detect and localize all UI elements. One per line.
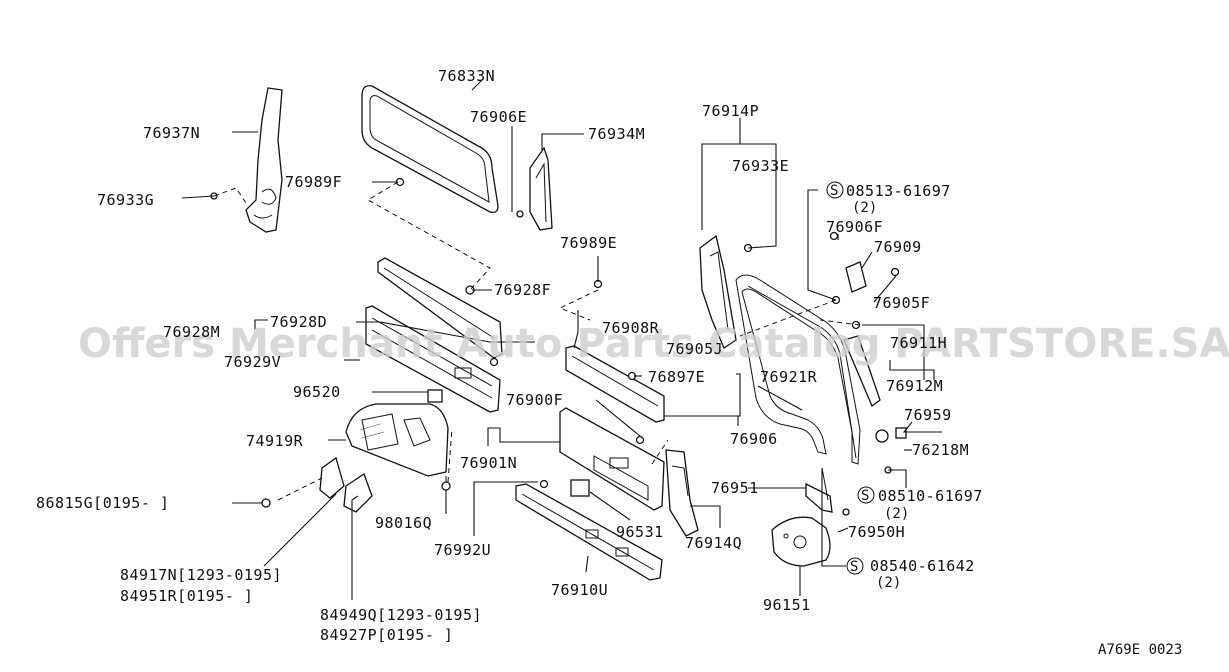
label-76906: 76906 bbox=[730, 430, 778, 448]
label-76989F: 76989F bbox=[285, 173, 342, 191]
label-76218M: 76218M bbox=[912, 441, 969, 459]
label-08513-61697: 08513-61697 bbox=[846, 182, 951, 200]
part-84917N-bracket bbox=[319, 456, 345, 499]
label-76906F: 76906F bbox=[826, 218, 883, 236]
part-76921R-weatherstrip bbox=[735, 274, 861, 465]
screw-label-08513: S 08513-61697 (2) bbox=[826, 181, 951, 216]
qty-08513: (2) bbox=[852, 200, 877, 216]
label-76908R: 76908R bbox=[602, 319, 660, 337]
label-76989E: 76989E bbox=[560, 234, 617, 252]
label-76933E: 76933E bbox=[732, 157, 789, 175]
label-76959: 76959 bbox=[904, 406, 952, 424]
screw-symbol-icon: S bbox=[850, 559, 858, 575]
part-76909-clip bbox=[845, 261, 867, 293]
part-labels: 76833N 76906E 76934M 76937N 76989F 76933… bbox=[36, 67, 969, 644]
label-76950H: 76950H bbox=[848, 523, 905, 541]
part-98016Q-fastener bbox=[441, 476, 451, 491]
label-76900F: 76900F bbox=[506, 391, 563, 409]
label-76914Q: 76914Q bbox=[685, 534, 742, 552]
part-84949Q-bracket bbox=[343, 473, 373, 513]
part-74919R-console bbox=[345, 403, 449, 477]
part-96151-plate bbox=[771, 516, 831, 567]
label-76833N: 76833N bbox=[438, 67, 495, 85]
part-76900F-door-trim bbox=[559, 407, 665, 511]
part-76833N-window-glass bbox=[361, 85, 499, 214]
label-08510-61697: 08510-61697 bbox=[878, 487, 983, 505]
part-76928F-rail bbox=[377, 257, 503, 359]
label-76906E: 76906E bbox=[470, 108, 527, 126]
label-76897E: 76897E bbox=[648, 368, 705, 386]
label-76928D: 76928D bbox=[270, 313, 327, 331]
part-86815G-screw bbox=[261, 498, 271, 508]
part-76914Q-pillar-trim bbox=[665, 449, 699, 537]
label-08540-61642: 08540-61642 bbox=[870, 557, 975, 575]
label-84917N: 84917N[1293-0195] bbox=[120, 566, 282, 584]
diagram-reference-code: A769E 0023 bbox=[1098, 642, 1182, 658]
label-76929V: 76929V bbox=[224, 353, 281, 371]
label-96520: 96520 bbox=[293, 383, 341, 401]
label-76914P: 76914P bbox=[702, 102, 759, 120]
part-76951-bracket bbox=[805, 467, 833, 513]
screw-label-08540: S 08540-61642 (2) bbox=[846, 557, 975, 591]
part-76910U-sill bbox=[515, 483, 663, 581]
fastener-dots bbox=[210, 177, 900, 516]
screw-symbol-icon: S bbox=[830, 183, 838, 199]
part-76959-grommet bbox=[875, 427, 907, 443]
label-76901N: 76901N bbox=[460, 454, 517, 472]
label-84949Q: 84949Q[1293-0195] bbox=[320, 606, 482, 624]
part-76911H-hinge-trim bbox=[843, 335, 881, 408]
screw-symbol-icon: S bbox=[861, 488, 869, 504]
part-96520-clip bbox=[427, 389, 443, 403]
part-76937N-pillar-trim bbox=[245, 87, 283, 233]
label-76937N: 76937N bbox=[143, 124, 200, 142]
part-76928D-panel bbox=[365, 305, 501, 413]
screw-label-08510: S 08510-61697 (2) bbox=[857, 486, 983, 522]
label-96531: 96531 bbox=[616, 523, 664, 541]
part-96531-clip bbox=[570, 479, 590, 497]
label-76910U: 76910U bbox=[551, 581, 608, 599]
label-84951R: 84951R[0195- ] bbox=[120, 587, 253, 605]
label-76911H: 76911H bbox=[890, 334, 947, 352]
label-86815G: 86815G[0195- ] bbox=[36, 494, 169, 512]
label-76928M: 76928M bbox=[163, 323, 220, 341]
label-96151: 96151 bbox=[763, 596, 811, 614]
label-76934M: 76934M bbox=[588, 125, 645, 143]
part-76934M-trim bbox=[529, 146, 553, 231]
label-84927P: 84927P[0195- ] bbox=[320, 626, 453, 644]
label-76951: 76951 bbox=[711, 479, 759, 497]
qty-08510: (2) bbox=[884, 506, 909, 522]
part-76914P-pillar bbox=[699, 234, 737, 349]
label-76933G: 76933G bbox=[97, 191, 154, 209]
label-76909: 76909 bbox=[874, 238, 922, 256]
label-76905J: 76905J bbox=[666, 340, 723, 358]
label-74919R: 74919R bbox=[246, 432, 304, 450]
label-76992U: 76992U bbox=[434, 541, 491, 559]
label-76921R: 76921R bbox=[760, 368, 818, 386]
label-76912M: 76912M bbox=[886, 377, 943, 395]
label-76905F: 76905F bbox=[873, 294, 930, 312]
leader-lines bbox=[181, 79, 942, 600]
watermark: Offers Merchant Auto Parts Catalog PARTS… bbox=[78, 321, 1229, 367]
qty-08540: (2) bbox=[876, 575, 901, 591]
label-98016Q: 98016Q bbox=[375, 514, 432, 532]
label-76928F: 76928F bbox=[494, 281, 551, 299]
